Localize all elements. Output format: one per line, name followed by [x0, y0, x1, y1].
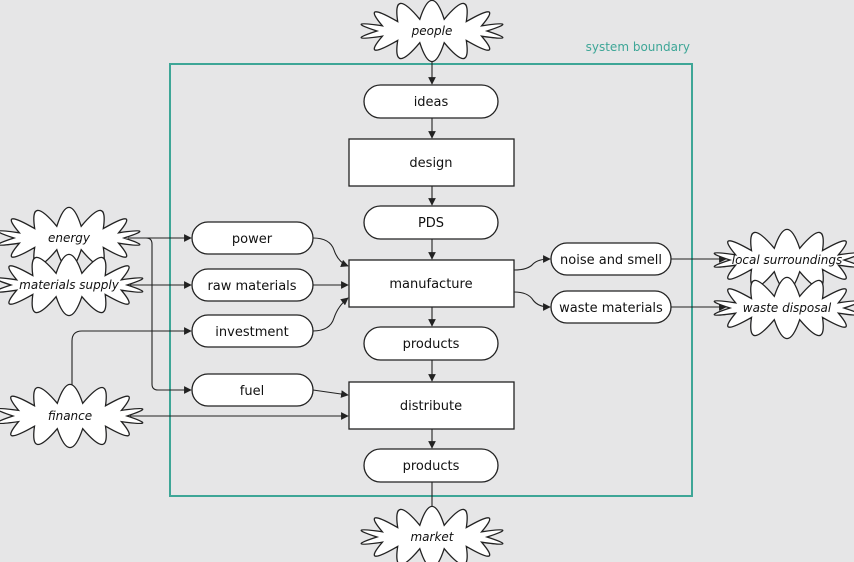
edge-manufacture-waste: [513, 291, 551, 311]
node-power: power: [191, 221, 314, 255]
node-products-1: products: [363, 326, 499, 361]
node-pds: PDS: [363, 205, 499, 240]
node-manufacture: manufacture: [348, 259, 515, 308]
edge-energy-fuel: [128, 237, 192, 394]
cloud-people: people: [360, 0, 504, 63]
node-raw-materials-label: raw materials: [207, 279, 296, 294]
cloud-waste-disposal-label: waste disposal: [743, 301, 832, 315]
node-products-2: products: [363, 448, 499, 483]
system-boundary: [169, 63, 693, 497]
node-products-2-label: products: [403, 459, 460, 474]
system-boundary-label: system boundary: [586, 40, 690, 54]
cloud-waste-disposal: waste disposal: [713, 276, 854, 340]
node-distribute: distribute: [348, 381, 515, 430]
cloud-local-surroundings-label: local surroundings: [732, 253, 842, 267]
node-investment: investment: [191, 314, 314, 348]
node-waste-materials-label: waste materials: [559, 301, 663, 316]
node-fuel: fuel: [191, 373, 314, 407]
cloud-energy-label: energy: [48, 231, 91, 245]
connectors: [71, 46, 727, 521]
edge-power-manufacture: [312, 237, 349, 267]
edge-investment-manufacture: [312, 297, 349, 332]
node-waste-materials: waste materials: [550, 290, 672, 324]
edge-manufacture-noise: [513, 255, 551, 271]
cloud-market: market: [360, 505, 504, 562]
node-fuel-label: fuel: [240, 384, 264, 399]
node-design: design: [348, 138, 515, 187]
edge-fuel-distribute: [312, 389, 349, 398]
node-investment-label: investment: [215, 325, 288, 340]
node-ideas-label: ideas: [414, 95, 449, 110]
edge-finance-investment: [71, 327, 192, 400]
node-pds-label: PDS: [418, 216, 444, 231]
node-noise-and-smell: noise and smell: [550, 242, 672, 276]
node-noise-and-smell-label: noise and smell: [560, 253, 662, 268]
node-distribute-label: distribute: [400, 399, 462, 414]
node-manufacture-label: manufacture: [389, 277, 472, 292]
node-design-label: design: [409, 156, 452, 171]
cloud-materials-supply: materials supply: [0, 253, 144, 317]
node-products-1-label: products: [403, 337, 460, 352]
cloud-finance-label: finance: [48, 409, 92, 423]
node-raw-materials: raw materials: [191, 268, 314, 302]
cloud-people-label: people: [411, 24, 453, 38]
cloud-market-label: market: [410, 530, 454, 544]
node-ideas: ideas: [363, 84, 499, 119]
cloud-finance: finance: [0, 383, 144, 449]
cloud-materials-supply-label: materials supply: [19, 278, 120, 292]
node-power-label: power: [232, 232, 273, 247]
